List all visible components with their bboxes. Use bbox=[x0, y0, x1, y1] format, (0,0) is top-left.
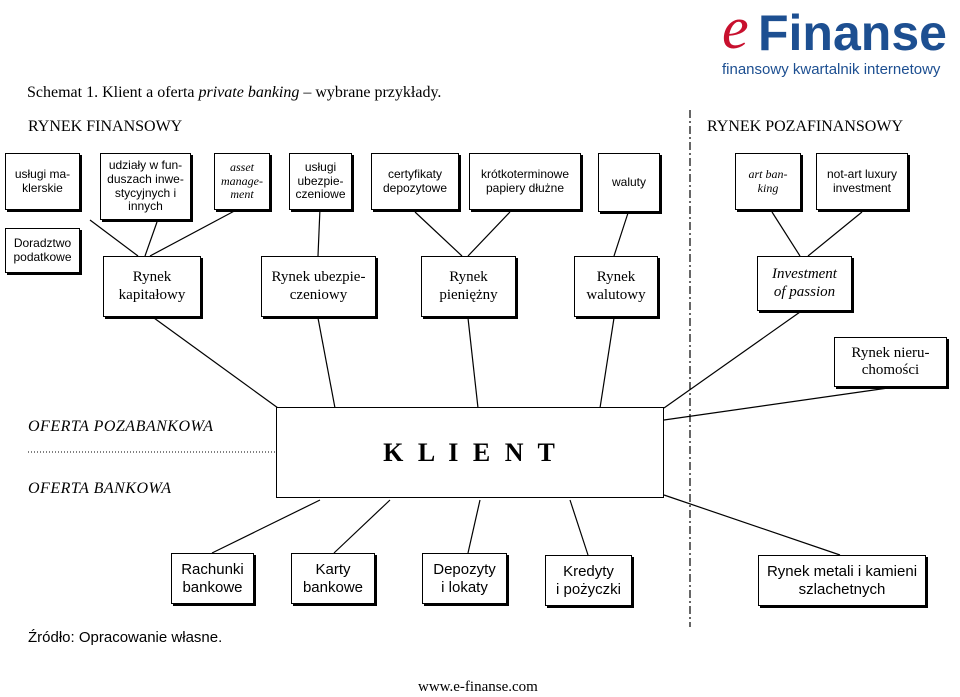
box-not-art-luxury: not-art luxury investment bbox=[816, 153, 908, 210]
box-kredyty-i-pozyczki: Kredyty i pożyczki bbox=[545, 555, 632, 606]
box-investment-of-passion: Investment of passion bbox=[757, 256, 852, 311]
box-waluty: waluty bbox=[598, 153, 660, 212]
section-rynek-pozafinansowy: RYNEK POZAFINANSOWY bbox=[707, 118, 904, 135]
box-udzialy-w-funduszach: udziały w fun- duszach inwe- stycyjnych … bbox=[100, 153, 191, 220]
title-italic: private banking bbox=[198, 84, 300, 101]
box-uslugi-ubezpieczeniowe: usługi ubezpie- czeniowe bbox=[289, 153, 352, 210]
logo-tagline: finansowy kwartalnik internetowy bbox=[722, 61, 941, 78]
section-rynek-finansowy: RYNEK FINANSOWY bbox=[28, 118, 183, 135]
box-rachunki-bankowe: Rachunki bankowe bbox=[171, 553, 254, 604]
logo-finanse-text: Finanse bbox=[758, 5, 947, 61]
box-klient: K L I E N T bbox=[276, 407, 664, 498]
diagram-title: Schemat 1. Klient a oferta private banki… bbox=[27, 84, 441, 102]
logo-e-letter: e bbox=[722, 0, 749, 61]
box-krotkoterminowe-papiery: krótkoterminowe papiery dłużne bbox=[469, 153, 581, 210]
box-certyfikaty-depozytowe: certyfikaty depozytowe bbox=[371, 153, 459, 210]
box-art-banking: art ban- king bbox=[735, 153, 801, 210]
box-depozyty-i-lokaty: Depozyty i lokaty bbox=[422, 553, 507, 604]
label-oferta-bankowa: OFERTA BANKOWA bbox=[28, 480, 172, 497]
efinanse-logo: e Finanse finansowy kwartalnik interneto… bbox=[722, 0, 958, 82]
title-prefix: Schemat 1. Klient a oferta bbox=[27, 84, 199, 101]
box-karty-bankowe: Karty bankowe bbox=[291, 553, 375, 604]
box-asset-management: asset manage- ment bbox=[214, 153, 270, 210]
footer-url: www.e-finanse.com bbox=[418, 679, 538, 695]
title-suffix: – wybrane przykłady. bbox=[299, 84, 442, 101]
box-doradztwo-podatkowe: Doradztwo podatkowe bbox=[5, 228, 80, 273]
box-uslugi-maklerskie: usługi ma- klerskie bbox=[5, 153, 80, 210]
box-rynek-metali: Rynek metali i kamieni szlachetnych bbox=[758, 555, 926, 606]
box-rynek-walutowy: Rynek walutowy bbox=[574, 256, 658, 317]
box-rynek-pieniezny: Rynek pieniężny bbox=[421, 256, 516, 317]
label-oferta-pozabankowa: OFERTA POZABANKOWA bbox=[28, 418, 214, 435]
box-rynek-kapitalowy: Rynek kapitałowy bbox=[103, 256, 201, 317]
source-note: Źródło: Opracowanie własne. bbox=[28, 629, 223, 646]
box-rynek-ubezpieczeniowy: Rynek ubezpie- czeniowy bbox=[261, 256, 376, 317]
box-rynek-nieruchomosci: Rynek nieru- chomości bbox=[834, 337, 947, 387]
